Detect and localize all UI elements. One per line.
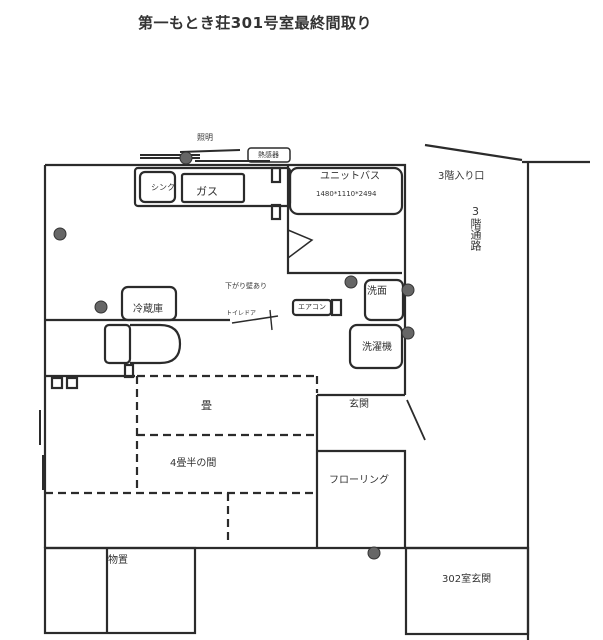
label-tatami: 畳 <box>201 399 212 412</box>
floorplan-title: 第一もとき荘301号室最終間取り <box>138 14 373 32</box>
label-hanging-wall: 下がり壁あり <box>225 282 267 290</box>
label-3f-entrance: 3階入り口 <box>438 171 485 182</box>
label-gas: ガス <box>196 185 218 198</box>
label-washbasin: 洗面 <box>367 286 387 297</box>
label-unit-bath-size: 1480*1110*2494 <box>316 190 377 198</box>
label-refrigerator: 冷蔵庫 <box>133 304 163 315</box>
label-washing-machine: 洗濯機 <box>362 342 392 353</box>
outer-wall-top <box>45 163 407 395</box>
label-3f-corridor: 3階通路 <box>469 205 482 251</box>
label-smoke-detector: 熱感器 <box>258 151 279 159</box>
label-genkan: 玄関 <box>349 399 369 410</box>
label-unit-bath: ユニットバス <box>320 171 380 182</box>
unit-bath-box <box>288 166 404 216</box>
label-storage: 物置 <box>108 555 128 566</box>
storage-box <box>43 546 197 635</box>
label-flooring: フローリング <box>329 475 389 486</box>
outlet-icons <box>53 151 415 560</box>
label-toilet-door: トイレドア <box>226 310 257 317</box>
room302-genkan-box <box>404 546 530 636</box>
label-lighting: 照明 <box>197 133 213 142</box>
label-room-4-5: 4畳半の間 <box>170 458 217 469</box>
label-sink: シンク <box>151 183 175 192</box>
label-aircon: エアコン <box>298 303 326 311</box>
label-302-genkan: 302室玄関 <box>442 574 492 585</box>
